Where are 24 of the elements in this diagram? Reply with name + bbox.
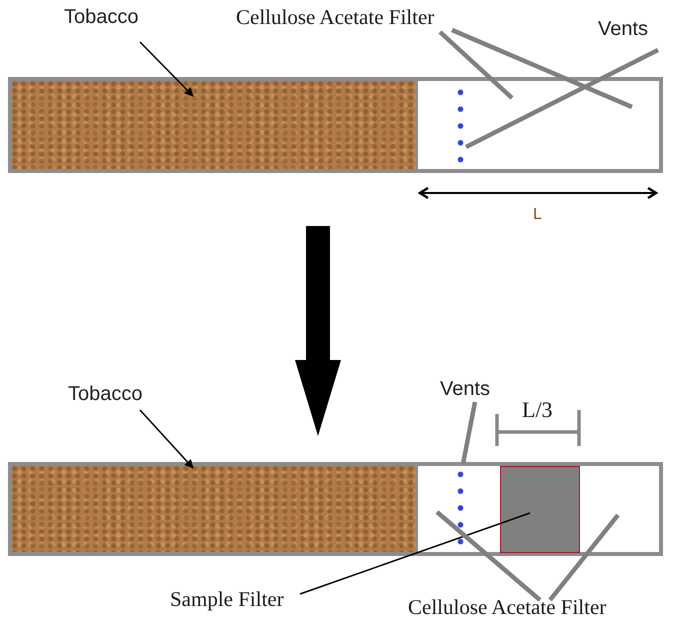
leader-arrow <box>139 41 194 97</box>
leader-line <box>300 512 530 595</box>
tobacco-section <box>12 81 415 169</box>
leader-arrow <box>139 410 194 469</box>
part-label: Vents <box>598 18 648 41</box>
sample-filter <box>500 466 580 553</box>
dimension-label: L/3 <box>522 397 553 422</box>
part-label: Tobacco <box>68 383 142 406</box>
dimension-label: L <box>533 206 542 224</box>
leader-line <box>436 510 542 602</box>
part-label: Tobacco <box>64 6 138 29</box>
part-label: Cellulose Acetate Filter <box>408 596 606 619</box>
leader-line <box>548 514 620 602</box>
tobacco-section <box>12 466 415 552</box>
leader-line <box>460 402 478 464</box>
part-label: Cellulose Acetate Filter <box>236 6 434 29</box>
leader-line <box>464 48 660 149</box>
leader-line <box>451 28 633 110</box>
leader-line <box>438 30 514 100</box>
cigarette-body <box>8 77 663 173</box>
arrow <box>295 226 341 436</box>
part-label: Vents <box>440 378 490 401</box>
part-label: Sample Filter <box>170 588 284 611</box>
cigarette-body <box>8 462 663 556</box>
